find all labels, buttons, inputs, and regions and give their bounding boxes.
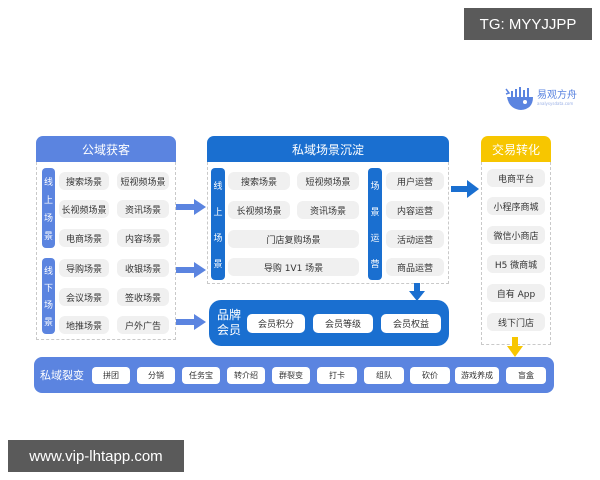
arrow-down-icon [409,283,425,301]
member-pill: 会员积分 [247,314,305,333]
scene-pill: 搜索场景 [228,172,290,190]
fission-chip: 打卡 [317,367,357,384]
online-scene-label: 线 上 场 景 [42,168,55,248]
logo: 易观方舟 analysysdata.com [505,83,585,113]
scene-operations-label: 场 景 运 营 [368,168,382,280]
arrow-right-icon [451,180,479,198]
channel-pill: H5 微商城 [487,255,545,273]
arrow-right-icon [176,199,206,215]
private-domain-header: 私域场景沉淀 [207,136,449,162]
online-scene-label: 线 上 场 景 [211,168,225,280]
operations-pill: 用户运营 [386,172,444,190]
scene-pill: 长视频场景 [59,200,109,218]
fission-chip: 游戏养成 [455,367,499,384]
scene-pill: 电商场景 [59,229,109,247]
fission-chip: 任务宝 [182,367,220,384]
conversion-panel: 电商平台 小程序商城 微信小商店 H5 微商城 自有 App 线下门店 [481,162,551,345]
fission-chip: 盲盒 [506,367,546,384]
fission-chip: 转介绍 [227,367,265,384]
channel-pill: 电商平台 [487,169,545,187]
operations-pill: 内容运营 [386,201,444,219]
brand-member-label: 品牌会员 [217,308,242,337]
public-domain-panel: 线 上 场 景 搜索场景 短视频场景 长视频场景 资讯场景 电商场景 内容场景 … [36,162,176,340]
scene-pill: 户外广告 [117,316,169,334]
scene-pill-wide: 导购 1V1 场景 [228,258,359,276]
scene-pill: 搜索场景 [59,172,109,190]
operations-pill: 商品运营 [386,258,444,276]
channel-pill: 线下门店 [487,313,545,331]
scene-pill: 签收场景 [117,288,169,306]
fission-chip: 拼团 [92,367,130,384]
brand-member-panel: 品牌会员 会员积分 会员等级 会员权益 [209,300,449,346]
channel-pill: 小程序商城 [487,197,545,215]
arrow-right-icon [176,262,206,278]
arrow-right-icon [176,314,206,330]
scene-pill: 内容场景 [117,229,169,247]
fission-chip: 分销 [137,367,175,384]
fission-chip: 砍价 [410,367,450,384]
scene-pill: 资讯场景 [297,201,359,219]
channel-pill: 微信小商店 [487,226,545,244]
scene-pill: 短视频场景 [297,172,359,190]
whale-logo-icon [505,87,533,110]
arrow-down-icon [507,337,523,357]
scene-pill: 地推场景 [59,316,109,334]
scene-pill: 短视频场景 [117,172,169,190]
public-domain-header: 公域获客 [36,136,176,162]
watermark-top: TG: MYYJJPP [464,8,592,40]
conversion-header: 交易转化 [481,136,551,162]
operations-pill: 活动运营 [386,230,444,248]
scene-pill: 会议场景 [59,288,109,306]
channel-pill: 自有 App [487,284,545,302]
fission-chip: 组队 [364,367,404,384]
member-pill: 会员等级 [313,314,373,333]
private-domain-panel: 线 上 场 景 搜索场景 短视频场景 长视频场景 资讯场景 门店复购场景 导购 … [207,162,449,284]
private-fission-bar: 私域裂变 拼团 分销 任务宝 转介绍 群裂变 打卡 组队 砍价 游戏养成 盲盒 [34,357,554,393]
logo-url: analysysdata.com [537,101,574,106]
scene-pill-wide: 门店复购场景 [228,230,359,248]
fission-label: 私域裂变 [40,369,84,382]
logo-name: 易观方舟 [537,90,577,101]
scene-pill: 收银场景 [117,259,169,277]
member-pill: 会员权益 [381,314,441,333]
scene-pill: 资讯场景 [117,200,169,218]
offline-scene-label: 线 下 场 景 [42,258,55,334]
watermark-bottom: www.vip-lhtapp.com [8,440,184,472]
scene-pill: 导购场景 [59,259,109,277]
fission-chip: 群裂变 [272,367,310,384]
scene-pill: 长视频场景 [228,201,290,219]
